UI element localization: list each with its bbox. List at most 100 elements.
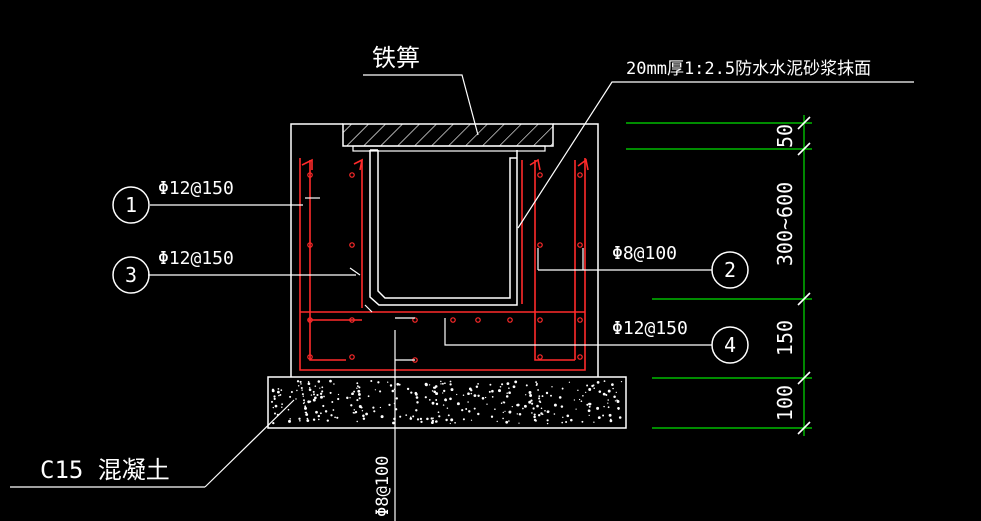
concrete-speckle bbox=[528, 400, 532, 404]
callout-spec: Φ12@150 bbox=[158, 178, 234, 199]
concrete-speckle bbox=[297, 384, 300, 387]
concrete-speckle bbox=[444, 382, 446, 385]
concrete-speckle bbox=[546, 419, 549, 422]
concrete-speckle bbox=[585, 391, 587, 394]
concrete-speckle bbox=[586, 384, 589, 387]
concrete-speckle bbox=[500, 402, 503, 404]
concrete-speckle bbox=[450, 388, 454, 392]
concrete-speckle bbox=[508, 420, 510, 422]
rebar-dot bbox=[349, 317, 355, 323]
concrete-speckle bbox=[358, 386, 361, 389]
trench-body-outline bbox=[290, 123, 599, 377]
concrete-speckle bbox=[271, 389, 275, 393]
concrete-speckle bbox=[573, 399, 576, 401]
concrete-speckle bbox=[319, 387, 321, 389]
concrete-speckle bbox=[456, 393, 458, 396]
rebar-dot bbox=[577, 354, 583, 360]
concrete-speckle bbox=[496, 420, 498, 423]
concrete-speckle bbox=[523, 404, 527, 408]
concrete-speckle bbox=[337, 397, 340, 401]
concrete-speckle bbox=[546, 410, 550, 414]
concrete-speckle bbox=[274, 404, 278, 408]
concrete-speckle bbox=[431, 401, 435, 405]
concrete-speckle bbox=[365, 412, 368, 416]
concrete-speckle bbox=[336, 416, 339, 419]
concrete-speckle bbox=[289, 418, 291, 420]
concrete-speckle bbox=[598, 390, 602, 393]
concrete-speckle bbox=[491, 396, 494, 398]
concrete-speckle bbox=[551, 386, 553, 388]
concrete-speckle bbox=[310, 394, 313, 396]
concrete-speckle bbox=[426, 417, 429, 421]
concrete-speckle bbox=[357, 389, 361, 393]
concrete-speckle bbox=[533, 415, 536, 419]
concrete-speckle bbox=[544, 410, 546, 412]
concrete-speckle bbox=[535, 384, 538, 386]
concrete-speckle bbox=[581, 420, 584, 423]
concrete-speckle bbox=[324, 410, 328, 413]
concrete-speckle bbox=[445, 418, 448, 422]
dimension-label: 50 bbox=[773, 124, 797, 148]
concrete-speckle bbox=[358, 405, 362, 408]
concrete-speckle bbox=[277, 390, 280, 394]
concrete-speckle bbox=[522, 407, 524, 410]
concrete-speckle bbox=[603, 380, 606, 382]
concrete-speckle bbox=[486, 403, 488, 405]
concrete-speckle bbox=[432, 417, 434, 419]
concrete-speckle bbox=[420, 420, 423, 424]
concrete-speckle bbox=[470, 392, 473, 395]
rebar-dot bbox=[307, 317, 313, 323]
rebar-dot bbox=[450, 317, 456, 323]
concrete-speckle bbox=[320, 395, 323, 399]
concrete-speckle bbox=[575, 408, 577, 410]
concrete-speckle bbox=[538, 397, 541, 400]
concrete-speckle bbox=[504, 410, 506, 412]
concrete-speckle bbox=[449, 380, 452, 383]
concrete-speckle bbox=[306, 419, 310, 422]
concrete-speckle bbox=[503, 401, 506, 404]
concrete-speckle bbox=[312, 398, 316, 402]
concrete-speckle bbox=[602, 392, 606, 396]
concrete-speckle bbox=[525, 384, 528, 387]
concrete-speckle bbox=[437, 411, 440, 414]
rebar-dot bbox=[507, 317, 513, 323]
concrete-speckle bbox=[535, 381, 538, 384]
concrete-speckle bbox=[316, 393, 319, 397]
concrete-speckle bbox=[562, 416, 564, 419]
concrete-speckle bbox=[602, 414, 605, 417]
concrete-speckle bbox=[537, 389, 540, 391]
concrete-speckle bbox=[370, 379, 373, 383]
concrete-speckle bbox=[321, 386, 324, 389]
concrete-speckle bbox=[307, 382, 311, 386]
concrete-speckle bbox=[607, 402, 609, 404]
concrete-speckle bbox=[433, 390, 437, 394]
concrete-speckle bbox=[508, 387, 510, 389]
concrete-speckle bbox=[449, 422, 451, 425]
concrete-speckle bbox=[481, 397, 485, 400]
concrete-speckle bbox=[357, 392, 361, 396]
concrete-speckle bbox=[331, 401, 334, 403]
concrete-speckle bbox=[270, 400, 274, 403]
concrete-speckle bbox=[441, 382, 444, 385]
concrete-speckle bbox=[505, 395, 509, 398]
concrete-speckle bbox=[615, 391, 617, 394]
concrete-speckle bbox=[531, 402, 534, 405]
concrete-speckle bbox=[578, 398, 581, 401]
concrete-speckle bbox=[302, 395, 304, 397]
rebar-dot bbox=[577, 242, 583, 248]
concrete-speckle bbox=[306, 417, 309, 420]
concrete-speckle bbox=[379, 406, 382, 409]
concrete-speckle bbox=[533, 418, 537, 422]
concrete-speckle bbox=[372, 406, 375, 409]
concrete-speckle bbox=[319, 412, 322, 415]
rebar-dot bbox=[307, 354, 313, 360]
concrete-speckle bbox=[533, 413, 536, 416]
concrete-speckle bbox=[272, 406, 274, 409]
concrete-speckle bbox=[389, 384, 393, 387]
concrete-speckle bbox=[596, 406, 600, 410]
concrete-speckle bbox=[607, 406, 610, 409]
concrete-speckle bbox=[494, 408, 496, 410]
concrete-speckle bbox=[356, 399, 359, 402]
concrete-speckle bbox=[588, 402, 592, 406]
concrete-speckle bbox=[424, 396, 427, 399]
